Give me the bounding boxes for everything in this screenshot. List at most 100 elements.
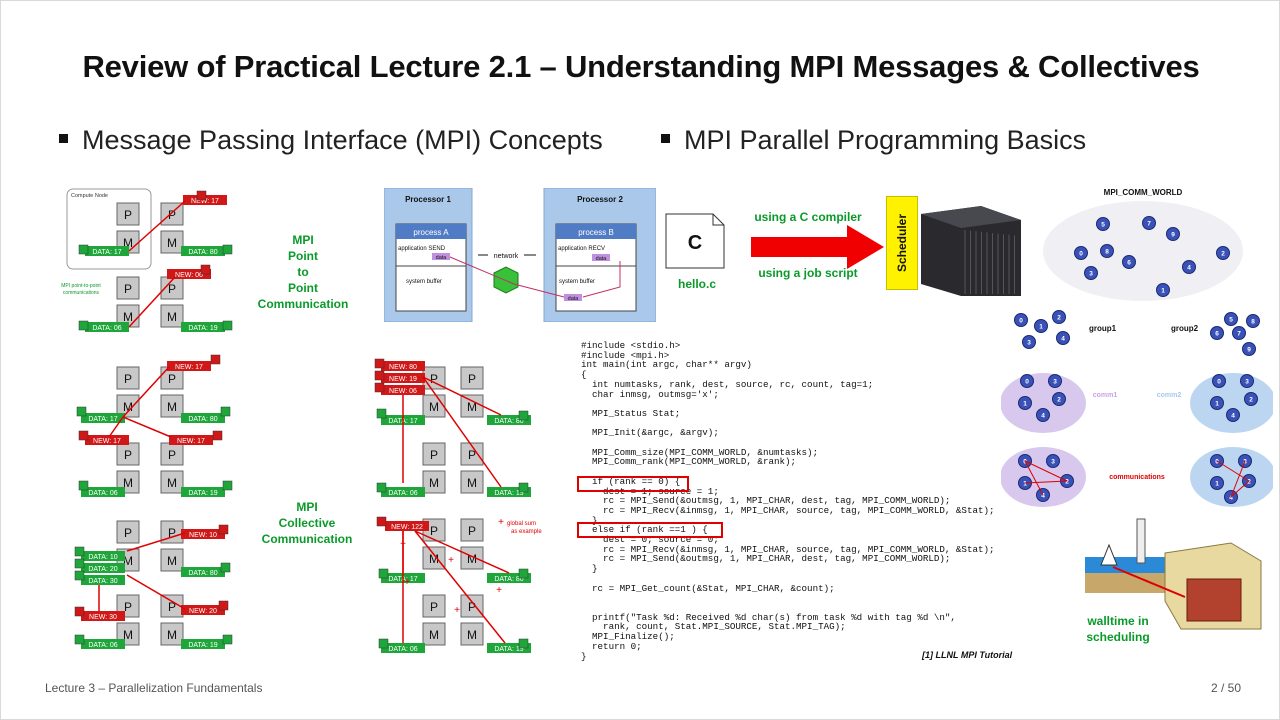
data-tag-bg bbox=[381, 643, 425, 653]
data-tag-bg bbox=[81, 551, 125, 561]
node-p-box bbox=[460, 442, 484, 466]
rank-label: 8 bbox=[1105, 249, 1109, 256]
c-file-icon: C bbox=[665, 213, 725, 269]
node-p-label: P bbox=[468, 448, 476, 462]
node-m-label: M bbox=[429, 628, 439, 642]
rank-label: 0 bbox=[1215, 459, 1219, 466]
rank-dot bbox=[1232, 326, 1246, 340]
comm-arrow bbox=[1230, 460, 1246, 498]
filename-label: hello.c bbox=[678, 277, 717, 291]
node-p-label: P bbox=[430, 524, 438, 538]
data-cube-icon bbox=[76, 406, 87, 417]
process-b-label: process B bbox=[578, 228, 614, 237]
walltime-arrow bbox=[1112, 566, 1186, 598]
data-cube-icon bbox=[518, 568, 529, 579]
new-tag-bg bbox=[381, 361, 425, 371]
node-p-label: P bbox=[124, 208, 132, 222]
node-m-label: M bbox=[123, 554, 133, 568]
buffer-a-label: system buffer bbox=[406, 279, 442, 285]
group2-label: group2 bbox=[1171, 324, 1199, 333]
bullet-square-icon bbox=[59, 134, 68, 144]
node-m-label: M bbox=[123, 236, 133, 250]
data-cube-icon bbox=[376, 516, 387, 527]
plus-sign: + bbox=[454, 605, 460, 616]
rank-dot bbox=[1020, 374, 1034, 388]
slide-title: Review of Practical Lecture 2.1 – Unders… bbox=[82, 49, 1200, 84]
node-p-label: P bbox=[430, 448, 438, 462]
data-tag: DATA: 80 bbox=[188, 416, 217, 423]
node-m-box bbox=[422, 470, 446, 494]
rank-label: 6 bbox=[1127, 260, 1131, 267]
rank-label: 2 bbox=[1057, 315, 1061, 322]
group1-label: group1 bbox=[1089, 324, 1117, 333]
rank-dot bbox=[1244, 392, 1258, 406]
rank-label: 2 bbox=[1221, 251, 1225, 258]
data-tag-bg bbox=[181, 567, 225, 577]
new-tag: NEW: 80 bbox=[389, 364, 417, 371]
bullet-text: Message Passing Interface (MPI) Concepts bbox=[82, 125, 603, 155]
data-tag-bg bbox=[81, 413, 125, 423]
rank-label: 4 bbox=[1061, 336, 1065, 343]
rank-dot bbox=[1166, 227, 1180, 241]
message-arrow bbox=[422, 376, 502, 488]
comm-arrow bbox=[1230, 480, 1250, 498]
rank-label: 7 bbox=[1237, 331, 1241, 338]
rank-label: 1 bbox=[1023, 401, 1027, 408]
data-cube-icon bbox=[196, 190, 207, 201]
node-p-box bbox=[116, 520, 140, 544]
plus-sign: + bbox=[400, 539, 406, 550]
node-m-box bbox=[160, 394, 184, 418]
data-tag-c: data bbox=[568, 296, 580, 302]
data-cube-icon bbox=[74, 558, 85, 569]
data-tag-bg bbox=[487, 487, 531, 497]
rank-dot bbox=[1034, 319, 1048, 333]
data-cube-icon bbox=[220, 406, 231, 417]
data-cube-icon bbox=[218, 524, 229, 535]
node-m-label: M bbox=[467, 400, 477, 414]
data-tag: DATA: 80 bbox=[188, 249, 217, 256]
node-m-box bbox=[160, 548, 184, 572]
new-tag-bg bbox=[167, 269, 211, 279]
data-tag-bg bbox=[487, 643, 531, 653]
node-p-label: P bbox=[124, 448, 132, 462]
data-tag-bg bbox=[181, 246, 225, 256]
process-a-label: process A bbox=[413, 228, 449, 237]
node-m-box bbox=[160, 622, 184, 646]
footer-course: Lecture 3 – Parallelization Fundamentals bbox=[45, 681, 263, 695]
comm-arrow bbox=[1024, 480, 1068, 484]
data-cube-icon bbox=[378, 568, 389, 579]
rank-label: 4 bbox=[1041, 493, 1045, 500]
new-tag: NEW: 19 bbox=[389, 376, 417, 383]
rank-dot bbox=[1210, 476, 1224, 490]
node-m-label: M bbox=[123, 628, 133, 642]
node-m-label: M bbox=[167, 236, 177, 250]
node-p-label: P bbox=[468, 600, 476, 614]
rank-dot bbox=[1052, 310, 1066, 324]
rank-label: 3 bbox=[1053, 379, 1057, 386]
data-tag-bg bbox=[81, 487, 125, 497]
node-m-label: M bbox=[467, 552, 477, 566]
message-arrow bbox=[122, 416, 172, 438]
data-tag: DATA: 19 bbox=[188, 325, 217, 332]
new-tag: NEW: 20 bbox=[189, 608, 217, 615]
data-cube-icon bbox=[518, 482, 529, 493]
compiler-label: using a C compiler bbox=[754, 210, 862, 224]
data-tag: DATA: 06 bbox=[88, 490, 117, 497]
rank-dot bbox=[1242, 342, 1256, 356]
data-tag: DATA: 17 bbox=[92, 249, 121, 256]
data-cube-icon bbox=[74, 606, 85, 617]
data-cube-icon bbox=[222, 480, 233, 491]
data-tag: DATA: 17 bbox=[88, 416, 117, 423]
data-tag-a: data bbox=[436, 255, 448, 261]
data-tag-bg bbox=[487, 415, 531, 425]
compute-node-label: Compute Node bbox=[71, 193, 108, 199]
data-cube-icon bbox=[376, 482, 387, 493]
rank-dot bbox=[1216, 246, 1230, 260]
data-cube-icon bbox=[518, 410, 529, 421]
node-p-box bbox=[116, 276, 140, 300]
data-cube-icon bbox=[212, 430, 223, 441]
new-tag-bg bbox=[81, 611, 125, 621]
node-m-box bbox=[422, 546, 446, 570]
jobscript-label: using a job script bbox=[758, 266, 858, 280]
